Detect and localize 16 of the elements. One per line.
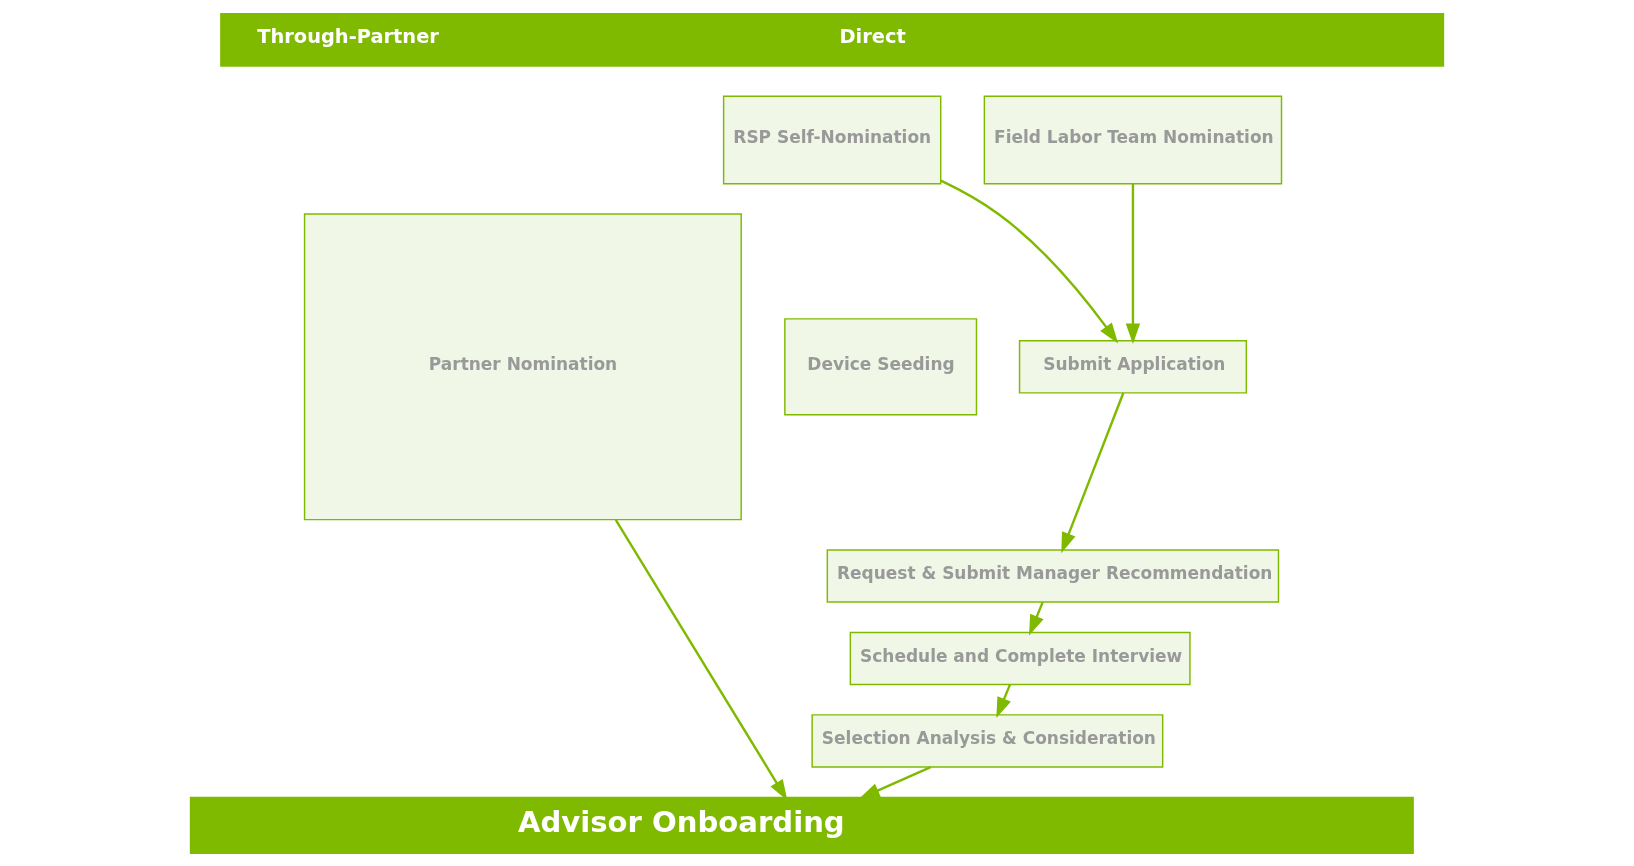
node-box: Submit Application	[1018, 339, 1248, 394]
node-box: RSP Self-Nomination	[722, 95, 942, 184]
node-box: Selection Analysis & Consideration	[811, 713, 1164, 768]
node-box: Partner Nomination	[303, 212, 742, 520]
arrow	[996, 683, 1012, 718]
arrow	[940, 179, 1119, 343]
arrow	[614, 518, 788, 800]
arrow	[1125, 183, 1141, 344]
node-box: Field Labor Team Nomination	[983, 95, 1283, 184]
node-box: Advisor Onboarding	[189, 796, 1414, 854]
node-box: Device Seeding	[784, 317, 978, 415]
node-box: Request & Submit Manager Recommendation	[826, 548, 1280, 603]
arrow	[1061, 392, 1125, 553]
node-box: Through-Partner Direct	[220, 12, 1445, 67]
node-box: Schedule and Complete Interview	[849, 631, 1191, 685]
arrow	[1029, 601, 1044, 635]
